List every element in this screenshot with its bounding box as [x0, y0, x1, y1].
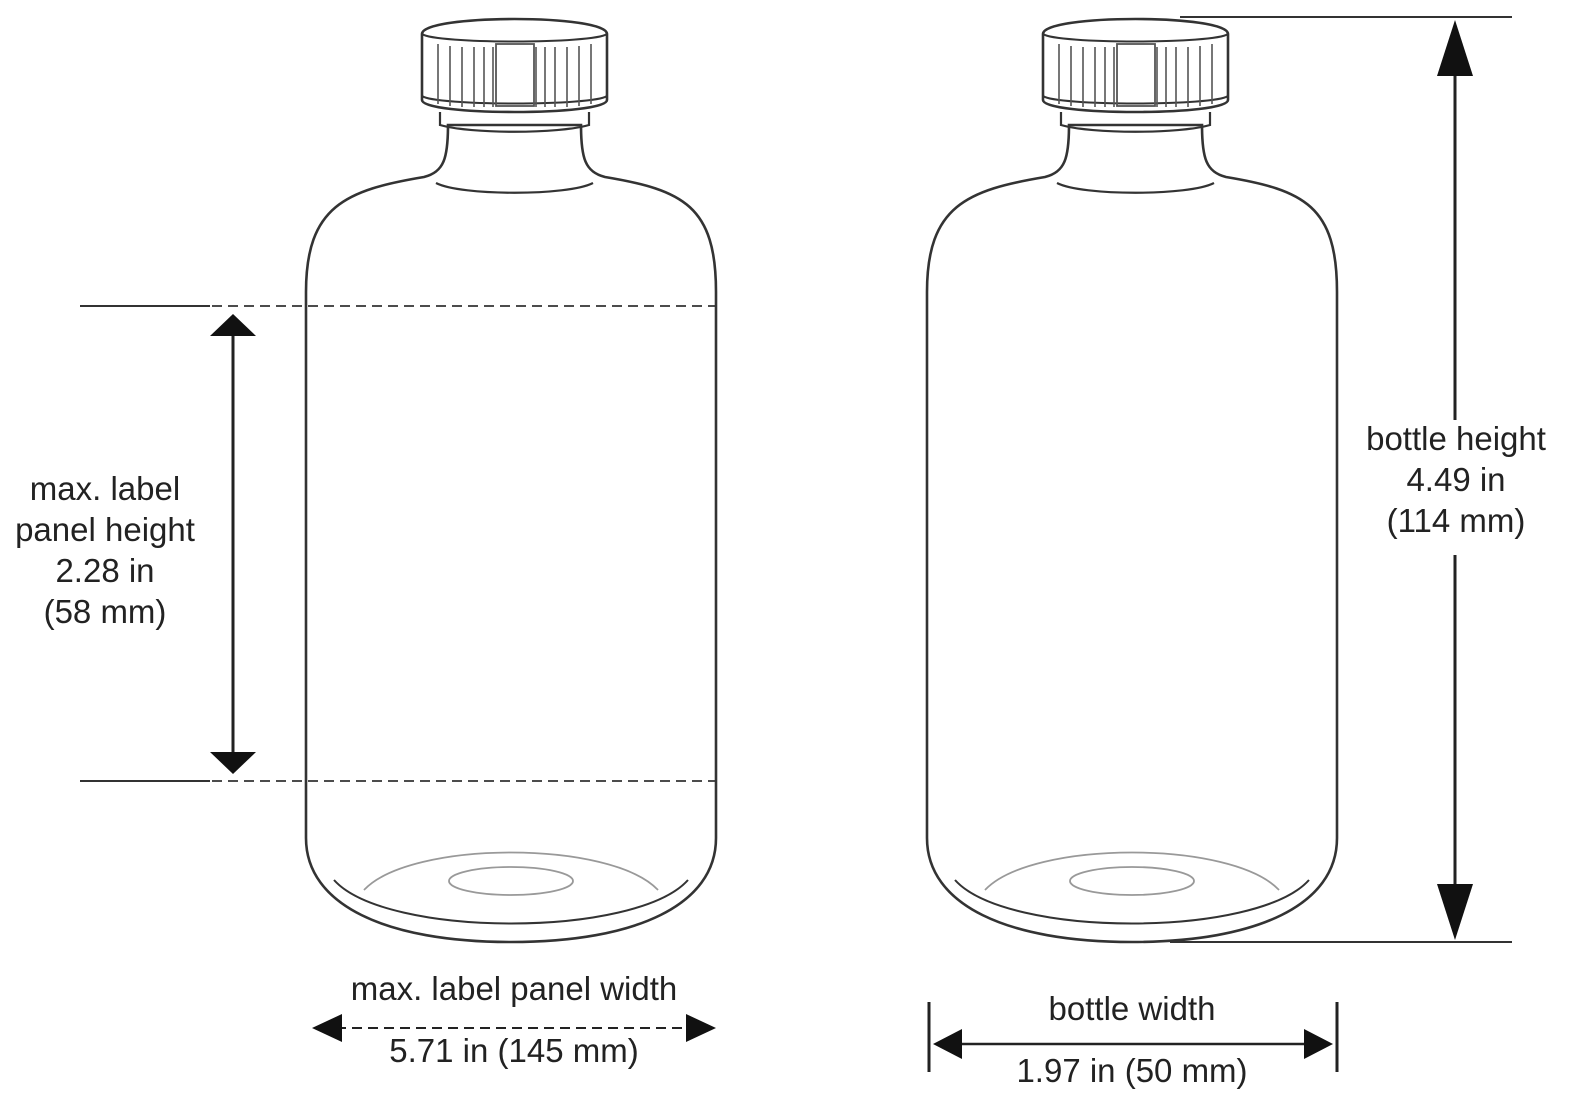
bottle-width-arrow	[927, 1002, 1339, 1072]
label-height-line2: panel height	[15, 511, 195, 548]
label-height-line4: (58 mm)	[44, 593, 167, 630]
bottle-height-arrow	[1437, 20, 1473, 940]
label-height-arrow	[210, 314, 256, 774]
label-width-title: max. label panel width	[351, 970, 678, 1007]
bottle-height-text: bottle height 4.49 in (114 mm)	[1366, 420, 1546, 539]
label-height-line3: 2.28 in	[55, 552, 154, 589]
bottle-width-title: bottle width	[1049, 990, 1216, 1027]
label-width-value: 5.71 in (145 mm)	[389, 1032, 638, 1069]
label-height-text: max. label panel height 2.28 in (58 mm)	[15, 470, 195, 630]
bottle-width-value: 1.97 in (50 mm)	[1016, 1052, 1247, 1089]
bottle-height-line3: (114 mm)	[1387, 502, 1526, 539]
bottle-height-line2: 4.49 in	[1406, 461, 1505, 498]
left-bottle-illustration	[304, 17, 718, 944]
bottle-height-line1: bottle height	[1366, 420, 1546, 457]
label-height-line1: max. label	[30, 470, 180, 507]
label-width-arrow	[312, 1014, 716, 1042]
right-bottle-illustration	[925, 17, 1339, 944]
